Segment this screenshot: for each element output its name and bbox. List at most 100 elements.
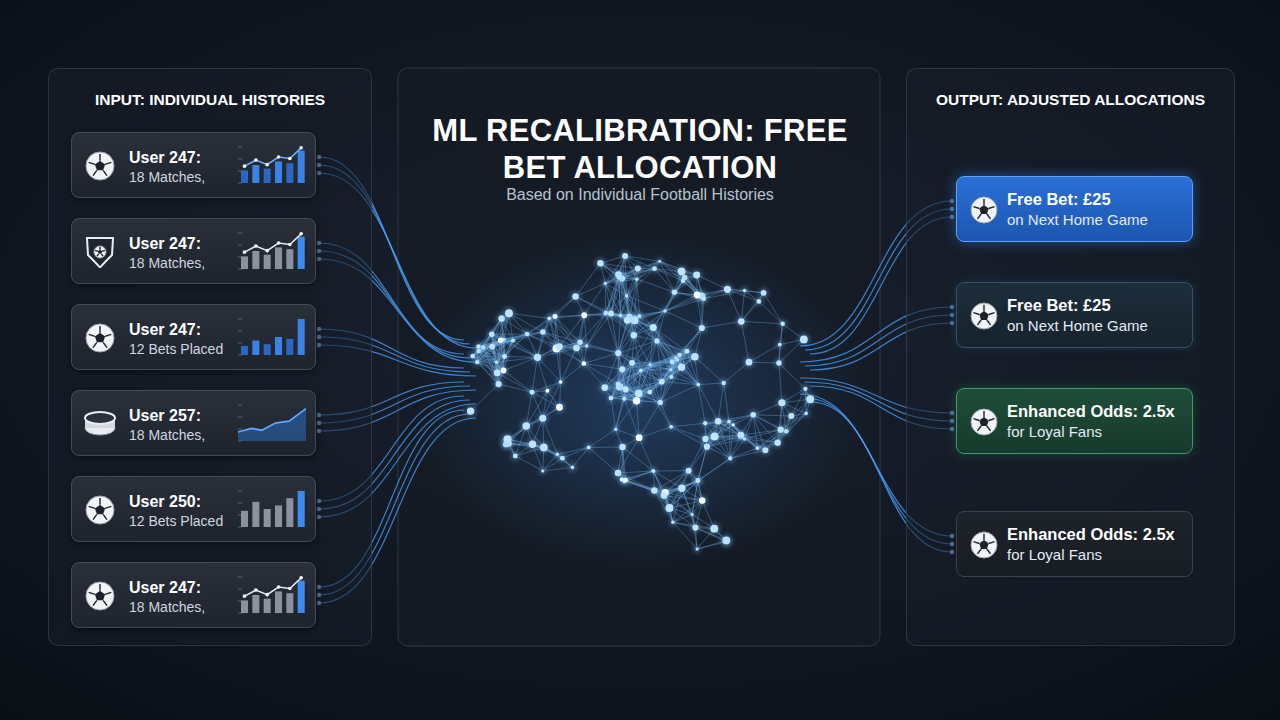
brain-link (600, 263, 626, 295)
brain-node (780, 322, 784, 326)
football-seam (989, 542, 995, 544)
football-patch (979, 417, 988, 426)
chart-bar (298, 151, 305, 183)
brain-node (699, 325, 705, 331)
football-seam (989, 207, 995, 209)
brain-node-glow (539, 467, 546, 474)
football-seam (99, 498, 100, 505)
allocation-card: Enhanced Odds: 2.5xfor Loyal Fans (956, 511, 1193, 577)
brain-link (471, 384, 499, 411)
chart-tick (238, 343, 242, 344)
brain-node (615, 350, 621, 356)
brain-link (611, 398, 616, 429)
brain-node-glow (694, 381, 702, 389)
brain-node-glow (580, 359, 589, 368)
brain-node-glow (801, 385, 809, 393)
brain-node-glow (693, 476, 702, 485)
brain-node-glow (669, 519, 676, 526)
mini-chart (238, 232, 305, 269)
panel: INPUT: INDIVIDUAL HISTORIESUser 247:18 M… (48, 68, 372, 646)
brain-node (762, 447, 768, 453)
football-seam (89, 162, 95, 164)
football-icon (971, 197, 997, 223)
brain-node-glow (657, 377, 667, 387)
brain-link (741, 430, 781, 435)
brain-node (661, 492, 668, 499)
chart-tick (238, 577, 242, 578)
brain-node (494, 370, 501, 377)
brain-link (698, 458, 731, 481)
brain-node (658, 260, 661, 263)
brain-node (541, 469, 544, 472)
brain-link (741, 293, 763, 322)
brain-link (584, 363, 622, 369)
user-card: User 257:18 Matches, (71, 390, 316, 456)
brain-node (513, 453, 518, 458)
brain-node (695, 478, 700, 483)
brain-node (711, 432, 719, 440)
brain-node (710, 525, 718, 533)
brain-node-glow (633, 388, 645, 400)
chart-bar (286, 163, 293, 183)
brain-node-glow (684, 466, 694, 476)
football-seam (102, 250, 105, 252)
brain-node-glow (634, 432, 645, 443)
brain-node-glow (648, 322, 659, 333)
football-icon (86, 496, 114, 524)
brain-node (622, 397, 626, 401)
brain-node (619, 314, 622, 317)
card-subtitle: 12 Bets Placed (129, 340, 223, 359)
brain-link (759, 301, 783, 323)
brain-node (560, 456, 565, 461)
brain-link (653, 328, 675, 358)
chart-bar (252, 341, 259, 355)
football-seam (99, 247, 100, 250)
chart-bar (264, 255, 271, 269)
chart-tick (238, 429, 242, 430)
brain-node-glow (664, 502, 676, 514)
brain-node (774, 439, 780, 445)
chart-bar (298, 237, 305, 269)
brain-link (650, 328, 653, 365)
chart-tick (238, 589, 242, 590)
card-text: Enhanced Odds: 2.5xfor Loyal Fans (1007, 524, 1175, 564)
chart-tick (238, 491, 242, 492)
brain-link (497, 334, 527, 362)
mini-chart (238, 319, 305, 355)
brain-link (507, 418, 542, 439)
brain-node-glow (679, 277, 688, 286)
brain-node-glow (798, 334, 810, 346)
football-patch (95, 591, 105, 601)
brain-node (686, 468, 692, 474)
brain-link (753, 415, 791, 416)
brain-node (556, 343, 563, 350)
brain-node-glow (543, 387, 551, 395)
brain-node-glow (570, 291, 580, 301)
chart-dot (277, 241, 281, 245)
football-seam (973, 542, 979, 544)
panel-heading: OUTPUT: ADJUSTED ALLOCATIONS (907, 91, 1234, 109)
brain-node (681, 279, 686, 284)
brain-node (553, 314, 558, 319)
brain-node (608, 311, 614, 317)
brain-node (678, 353, 682, 357)
brain-node-glow (493, 359, 500, 366)
brain-node (622, 253, 628, 259)
brain-node-glow (585, 443, 593, 451)
brain-node (728, 456, 732, 460)
chart-dot (299, 232, 303, 236)
brain-link (576, 263, 601, 296)
brain-link (741, 321, 782, 323)
center-panel (398, 68, 880, 646)
brain-node-glow (614, 380, 622, 388)
brain-node (616, 382, 620, 386)
brain-link (559, 315, 584, 346)
brain-node-glow (720, 534, 732, 546)
brain-node (495, 361, 498, 364)
brain-node (503, 435, 511, 443)
brain-node (692, 525, 698, 531)
chart-dot (277, 585, 281, 589)
brain-link (786, 399, 810, 431)
brain-node-glow (633, 275, 640, 282)
